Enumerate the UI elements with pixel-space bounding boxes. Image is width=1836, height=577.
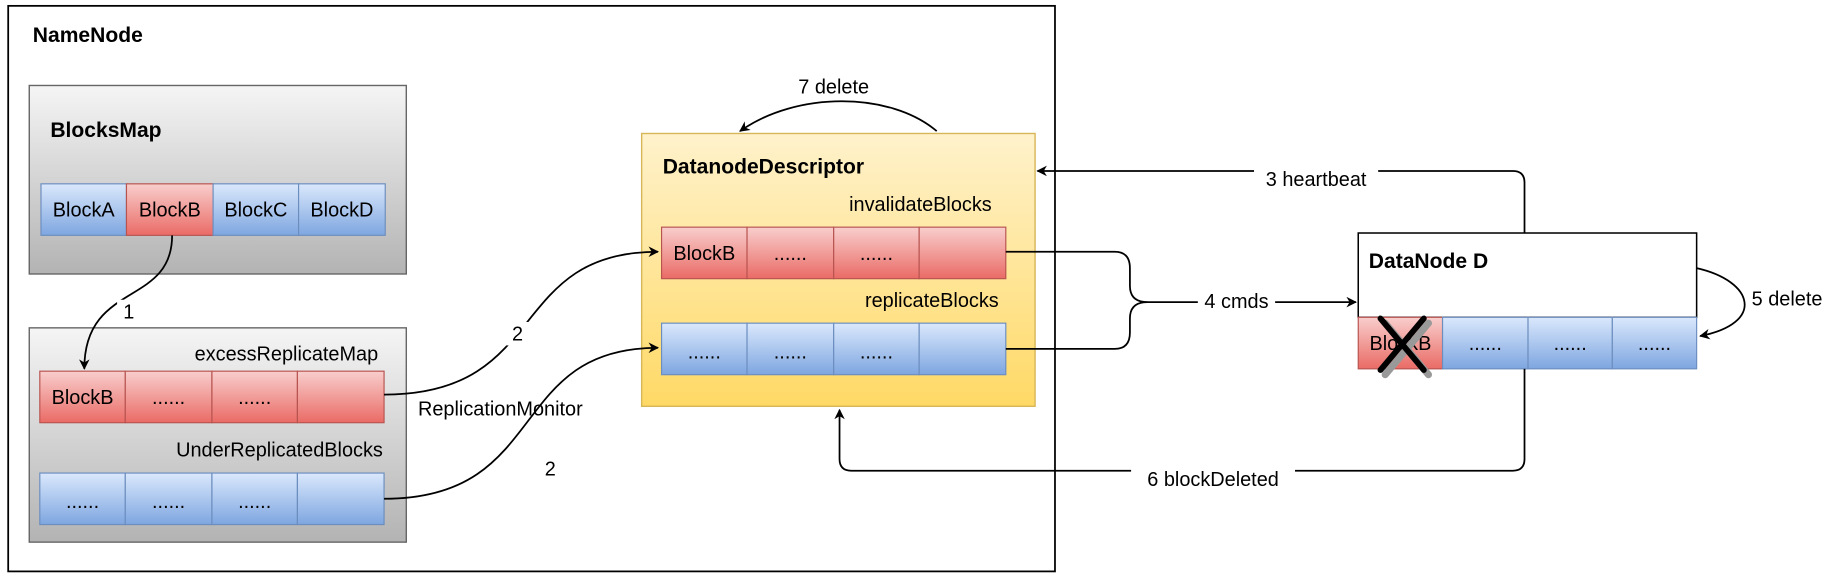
edge-4-cmds-line-b: [1005, 301, 1148, 350]
replica-maps-box: excessReplicateMap BlockB ...... ...... …: [28, 327, 408, 543]
edge-3-heartbeat-arrow: [1036, 165, 1526, 234]
edge-2b-arrow: [384, 342, 660, 500]
excess-map-cells: BlockB ...... ......: [39, 370, 385, 424]
edge-5-delete-arrow: [1696, 267, 1746, 340]
under-replicated-cell: ......: [152, 491, 185, 513]
excess-map-cell: ......: [238, 387, 271, 409]
excess-map-cell: ......: [152, 387, 185, 409]
deleted-cross-icon: [1377, 315, 1433, 379]
blocksmap-cell: BlockB: [139, 200, 201, 222]
datanode-d-cell: ......: [1638, 333, 1671, 355]
replication-monitor-label: ReplicationMonitor: [418, 399, 583, 421]
edge-4-cmds-line-a: [1005, 250, 1148, 303]
replicate-blocks-cell: ......: [860, 341, 893, 363]
blocksmap-cells: BlockA BlockB BlockC BlockD: [40, 183, 386, 236]
replicate-blocks-cells: ...... ...... ......: [660, 322, 1007, 376]
datanode-descriptor-box: DatanodeDescriptor invalidateBlocks Bloc…: [640, 132, 1036, 408]
datanode-d-cells: BlockB ...... ...... ......: [1357, 316, 1698, 370]
invalidate-blocks-cell: ......: [860, 243, 893, 265]
excess-map-cell: BlockB: [52, 387, 114, 409]
blocksmap-cell: BlockA: [53, 200, 116, 222]
edge-7-delete-arrow: [739, 100, 938, 132]
edge-2a-label: 2: [512, 324, 523, 346]
namenode-title: NameNode: [33, 24, 143, 47]
datanode-d-cell: ......: [1469, 333, 1502, 355]
invalidate-blocks-title: invalidateBlocks: [849, 194, 992, 216]
replicate-blocks-title: replicateBlocks: [865, 290, 999, 312]
datanode-d-cell: ......: [1554, 333, 1587, 355]
under-replicated-cells: ...... ...... ......: [39, 472, 385, 526]
invalidate-blocks-cell: ......: [774, 243, 807, 265]
edge-4-label: 4 cmds: [1204, 291, 1268, 313]
invalidate-blocks-cell: BlockB: [673, 243, 735, 265]
edge-5-label: 5 delete: [1752, 289, 1823, 311]
descriptor-title: DatanodeDescriptor: [663, 155, 864, 178]
edge-6-label: 6 blockDeleted: [1147, 469, 1279, 491]
under-replicated-title: UnderReplicatedBlocks: [176, 440, 383, 462]
blocksmap-cell: BlockC: [224, 200, 287, 222]
edge-1-label: 1: [123, 301, 134, 323]
blocksmap-title: BlocksMap: [50, 119, 161, 142]
replicate-blocks-cell: ......: [774, 341, 807, 363]
edge-3-label: 3 heartbeat: [1266, 169, 1367, 191]
blocksmap-box: BlocksMap BlockA BlockB BlockC BlockD: [28, 84, 408, 275]
datanode-d-box: DataNode D BlockB ...... ...... ......: [1357, 232, 1698, 379]
blocksmap-cell: BlockD: [310, 200, 373, 222]
excess-map-title: excessReplicateMap: [195, 344, 379, 366]
under-replicated-cell: ......: [238, 491, 271, 513]
edge-1-arrow: [79, 235, 174, 370]
edge-2b-label: 2: [545, 458, 556, 480]
replicate-blocks-cell: ......: [688, 341, 721, 363]
invalidate-blocks-cells: BlockB ...... ......: [660, 226, 1007, 280]
datanode-d-title: DataNode D: [1369, 250, 1488, 273]
edge-7-label: 7 delete: [798, 77, 869, 99]
under-replicated-cell: ......: [66, 491, 99, 513]
